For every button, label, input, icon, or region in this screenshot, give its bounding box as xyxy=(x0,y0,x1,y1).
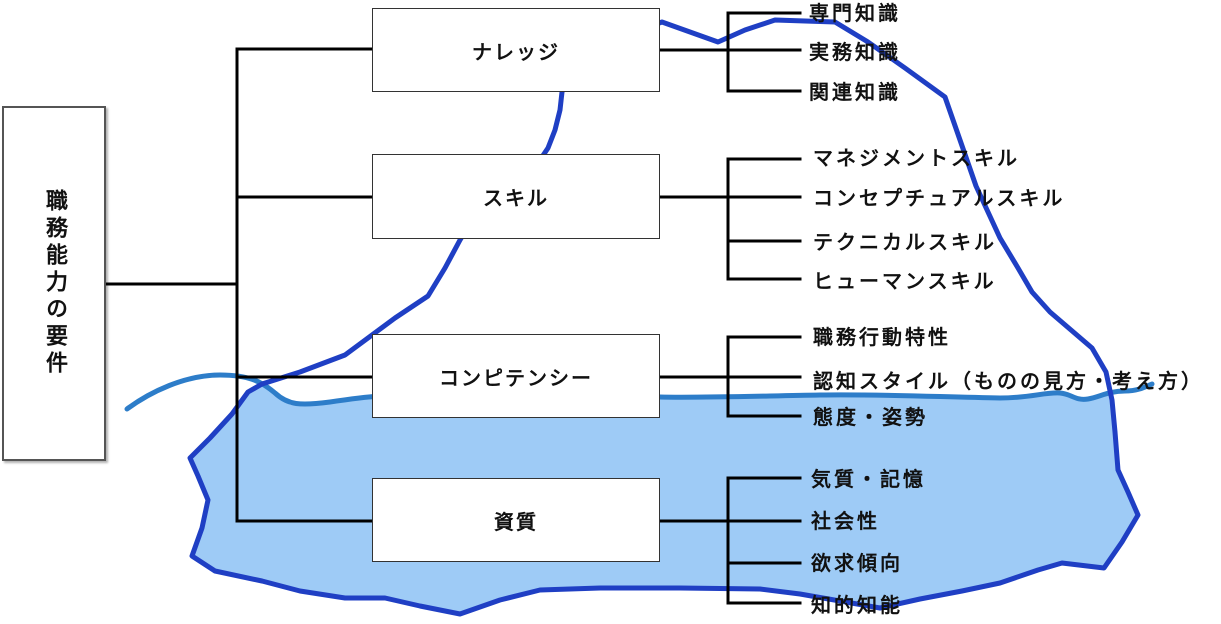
leaf-label: コンセプチュアルスキル xyxy=(813,186,1066,210)
leaf-label: 職務行動特性 xyxy=(813,325,951,349)
leaf-label: 欲求傾向 xyxy=(811,551,903,575)
underwater-fill xyxy=(190,383,1138,614)
category-box-competency: コンピテンシー xyxy=(372,334,660,418)
leaf-label: 実務知識 xyxy=(809,40,901,64)
leaf-label: 知的知能 xyxy=(811,593,903,617)
category-label: ナレッジ xyxy=(472,39,560,64)
leaf-label: 社会性 xyxy=(811,509,880,533)
category-box-knowledge: ナレッジ xyxy=(372,8,660,92)
leaf-label: 認知スタイル（ものの見方・考え方） xyxy=(813,369,1204,393)
iceberg-outline xyxy=(187,17,1141,617)
leaf-label: 気質・記憶 xyxy=(811,467,926,491)
category-label: 資質 xyxy=(494,509,538,534)
root-box: 職務能力の要件 xyxy=(2,106,106,461)
category-label: コンピテンシー xyxy=(439,365,593,390)
category-label: スキル xyxy=(483,186,549,210)
root-label: 職務能力の要件 xyxy=(42,189,67,378)
leaf-label: マネジメントスキル xyxy=(813,146,1020,170)
leaf-label: 態度・姿勢 xyxy=(813,405,928,429)
leaf-label: 専門知識 xyxy=(809,1,901,25)
leaf-label: 関連知識 xyxy=(809,80,901,104)
category-box-aptitude: 資質 xyxy=(372,478,660,562)
category-box-skill: スキル xyxy=(372,154,660,239)
leaf-label: ヒューマンスキル xyxy=(813,269,997,293)
leaf-label: テクニカルスキル xyxy=(813,230,997,254)
connector-lines xyxy=(104,11,802,605)
